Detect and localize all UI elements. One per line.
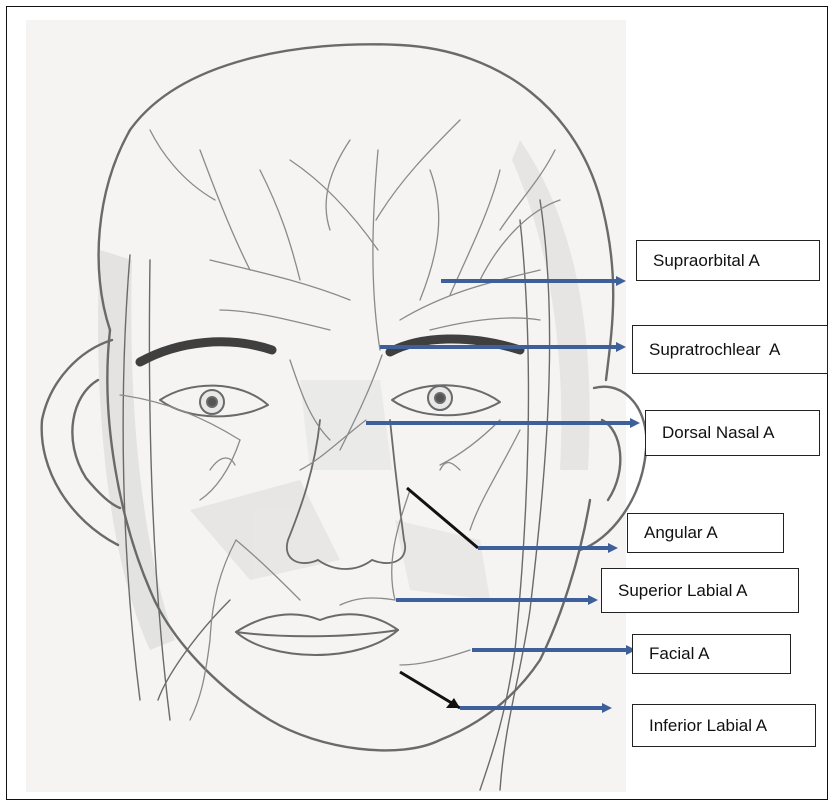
arrowhead-supratrochlear [616,342,626,352]
eyebrows [140,339,520,362]
label-inferior-labial: Inferior Labial A [632,704,816,747]
forehead-vessels [150,120,560,350]
label-facial: Facial A [632,634,791,674]
label-angular: Angular A [627,513,784,553]
arrowhead-supraorbital [616,276,626,286]
label-supratrochlear: Supratrochlear A [632,325,828,374]
lips [236,614,398,655]
shading [98,140,590,650]
label-supraorbital: Supraorbital A [636,240,820,281]
arrowhead-angular [608,543,618,553]
arrowhead-inferior-labial [602,703,612,713]
arrowhead-superior-labial [588,595,598,605]
label-superior-labial: Superior Labial A [601,568,799,613]
arrowhead-dorsal-nasal [630,418,640,428]
label-dorsal-nasal: Dorsal Nasal A [645,410,820,456]
